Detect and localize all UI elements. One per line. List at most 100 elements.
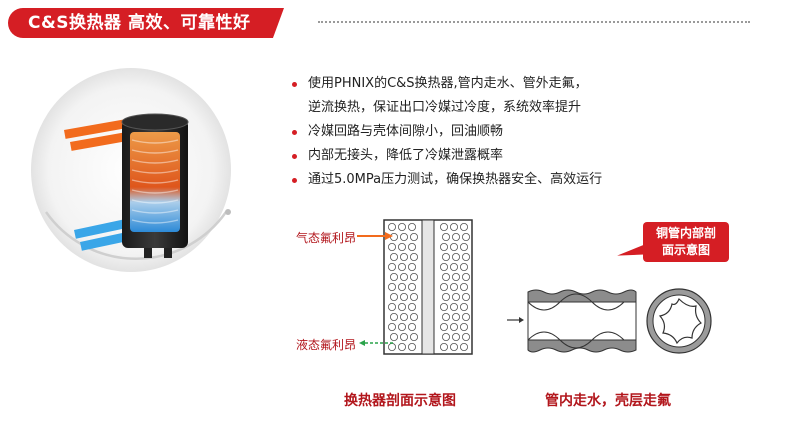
feature-item: 冷媒回路与壳体间隙小，回油顺畅: [290, 120, 760, 144]
tube-circle: [450, 283, 459, 292]
tube-circle: [460, 263, 469, 272]
shell-foot: [164, 248, 172, 258]
feature-item: 使用PHNIX的C&S换热器,管内走水、管外走氟，: [290, 72, 760, 96]
bullet-dot: [292, 154, 297, 159]
tube-circle: [410, 273, 419, 282]
hot-pipe: [63, 119, 127, 139]
tube-circle: [450, 263, 459, 272]
coil-window: [130, 132, 180, 232]
tube-circle: [462, 273, 471, 282]
tube-circle: [410, 253, 419, 262]
tube-circle: [442, 333, 451, 342]
tube-inner-groove: [527, 293, 636, 311]
tube-bottom-wall: [527, 339, 637, 353]
tube-circle: [462, 253, 471, 262]
tube-circle: [407, 283, 416, 292]
liquid-refrigerant-label: 液态氟利昂: [296, 338, 357, 352]
shell-top: [121, 113, 189, 131]
tube-circle: [397, 263, 406, 272]
tube-circle: [407, 343, 416, 352]
tube-circle: [399, 293, 408, 302]
title-divider: [318, 21, 750, 23]
tube-circle: [389, 293, 398, 302]
tube-circle: [452, 232, 461, 241]
tube-circle: [399, 333, 408, 342]
tube-inner-groove: [527, 331, 636, 349]
feature-item-continuation: 逆流换热，保证出口冷媒过冷度，系统效率提升: [308, 100, 582, 115]
tube-circle: [410, 333, 419, 342]
tube-circle: [407, 303, 416, 312]
tube-circle: [452, 253, 461, 262]
tube-circle: [462, 313, 471, 322]
tube-circle: [397, 242, 406, 251]
tube-circle: [452, 313, 461, 322]
tube-circle: [440, 323, 449, 332]
tube-circle: [442, 293, 451, 302]
hero-arc: [44, 211, 228, 260]
tube-circle: [389, 333, 398, 342]
tube-circle: [460, 242, 469, 251]
tube-circle: [440, 343, 449, 352]
tube-circle: [460, 283, 469, 292]
tube-circle: [442, 273, 451, 282]
tube-circle: [440, 283, 449, 292]
tube-circle: [407, 242, 416, 251]
diagram-tubes: [387, 223, 471, 352]
tube-circle: [389, 313, 398, 322]
tube-circle: [399, 273, 408, 282]
tube-circle: [442, 313, 451, 322]
tube-circle: [452, 273, 461, 282]
tube-circle: [410, 232, 419, 241]
tube-circle: [410, 313, 419, 322]
tube-circle: [397, 223, 406, 231]
tube-circle: [462, 333, 471, 342]
bullet-dot: [292, 178, 297, 183]
hero-arc-dot: [225, 209, 231, 215]
callout-pointer: [617, 245, 647, 265]
tube-circle: [460, 223, 469, 231]
tube-circle: [440, 303, 449, 312]
tube-circle: [462, 232, 471, 241]
tube-circle: [450, 303, 459, 312]
tube-circle: [397, 303, 406, 312]
hot-pipe: [69, 132, 127, 151]
tube-circle: [407, 223, 416, 231]
cold-pipe: [74, 218, 131, 239]
tube-circle: [399, 313, 408, 322]
diagram-inner-core: [421, 219, 435, 355]
tube-inner-lobes: [658, 297, 702, 345]
tube-circle: [442, 253, 451, 262]
tube-circle: [397, 323, 406, 332]
exchanger-cross-section: [383, 219, 473, 355]
cross-section-caption: 换热器剖面示意图: [344, 393, 456, 409]
tube-circle: [410, 293, 419, 302]
tube-circle: [387, 223, 396, 231]
tube-circle: [450, 223, 459, 231]
tube-circle: [452, 333, 461, 342]
tube-circle: [389, 253, 398, 262]
tube-circle: [387, 263, 396, 272]
tube-circle: [387, 242, 396, 251]
cold-pipe: [80, 231, 131, 251]
tube-circle: [407, 323, 416, 332]
gas-refrigerant-label: 气态氟利昂: [296, 231, 357, 245]
tube-top-wall: [527, 289, 637, 303]
bullet-dot: [292, 82, 297, 87]
shell-foot: [144, 248, 152, 258]
tube-circle: [397, 283, 406, 292]
tube-circle: [460, 303, 469, 312]
tube-circle: [387, 303, 396, 312]
tube-circle: [397, 343, 406, 352]
feature-list: 使用PHNIX的C&S换热器,管内走水、管外走氟， 逆流换热，保证出口冷媒过冷度…: [290, 72, 760, 192]
feature-item: 内部无接头，降低了冷媒泄露概率: [290, 144, 760, 168]
tube-circle: [462, 293, 471, 302]
tube-circle: [450, 242, 459, 251]
tube-circle: [407, 263, 416, 272]
tube-circle: [440, 242, 449, 251]
copper-tube-end-view: [646, 288, 712, 354]
tube-circle: [389, 273, 398, 282]
coil-turns: [131, 139, 179, 224]
section-title: C&S换热器 高效、可靠性好: [8, 8, 284, 38]
bullet-dot: [292, 130, 297, 135]
heat-exchanger-illustration: [31, 68, 231, 272]
